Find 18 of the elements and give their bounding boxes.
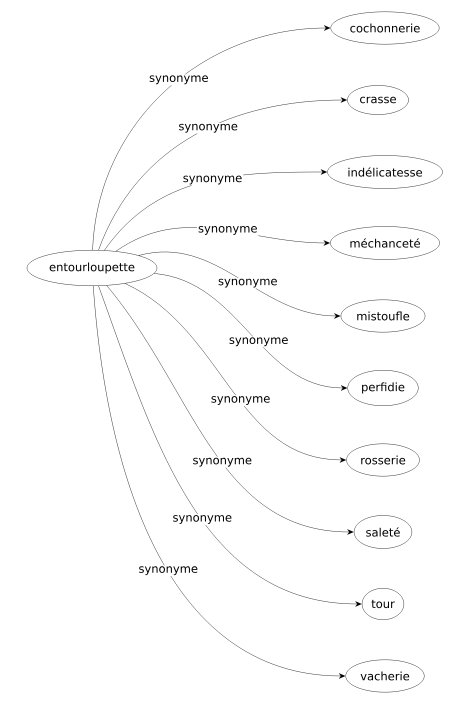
edge-label: synonyme (182, 174, 244, 186)
edge-label: synonyme (148, 74, 210, 86)
edge-label: synonyme (138, 565, 199, 576)
edge-label: synonyme (177, 122, 239, 134)
edge-label: synonyme (228, 336, 290, 348)
edge-label: synonyme (192, 456, 253, 468)
edge-label: synonyme (197, 225, 258, 236)
arrow (98, 97, 347, 250)
edge-label: synonyme (217, 278, 279, 289)
arrow (124, 283, 346, 463)
arrow (93, 286, 346, 679)
edge-label: synonyme (172, 514, 234, 525)
arrow (154, 273, 348, 391)
arrow (98, 286, 362, 607)
edge-label: synonyme (210, 395, 272, 406)
arrow (138, 252, 340, 319)
arrow (92, 25, 330, 250)
arrow (106, 285, 354, 535)
